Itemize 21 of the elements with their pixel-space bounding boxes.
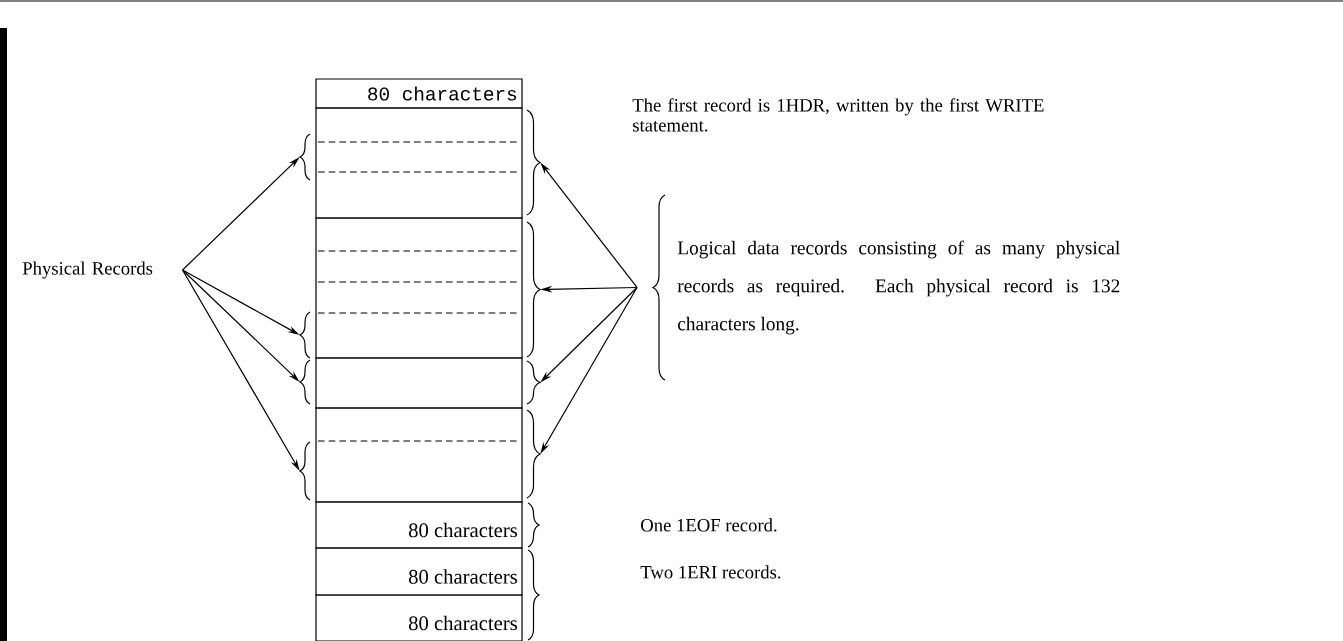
note-text: Two 1ERI records.	[640, 565, 781, 579]
brace	[526, 109, 541, 216]
brace	[526, 409, 541, 499]
record-box: 80 characters	[315, 594, 523, 641]
record-box	[315, 107, 523, 219]
brace	[526, 221, 541, 358]
brace	[299, 311, 311, 359]
record-box	[315, 217, 523, 359]
record-box	[315, 357, 523, 409]
note-text: One 1EOF record.	[641, 518, 777, 532]
brace	[526, 360, 541, 405]
brace	[299, 133, 311, 181]
record-box	[315, 407, 523, 503]
side-label: Physical Records	[22, 261, 153, 279]
record-box: 80 characters	[315, 501, 523, 549]
record-box: 80 characters	[315, 547, 523, 596]
brace	[299, 359, 311, 405]
record-box: 80 characters	[315, 78, 523, 109]
note-text: The first record is 1HDR, written by the first WRITE statement.	[632, 98, 1044, 132]
brace	[299, 441, 311, 501]
bracketed-note: Logical data records consisting of as many physical records as required. Each physical record is 132 characters long.	[652, 194, 1120, 381]
